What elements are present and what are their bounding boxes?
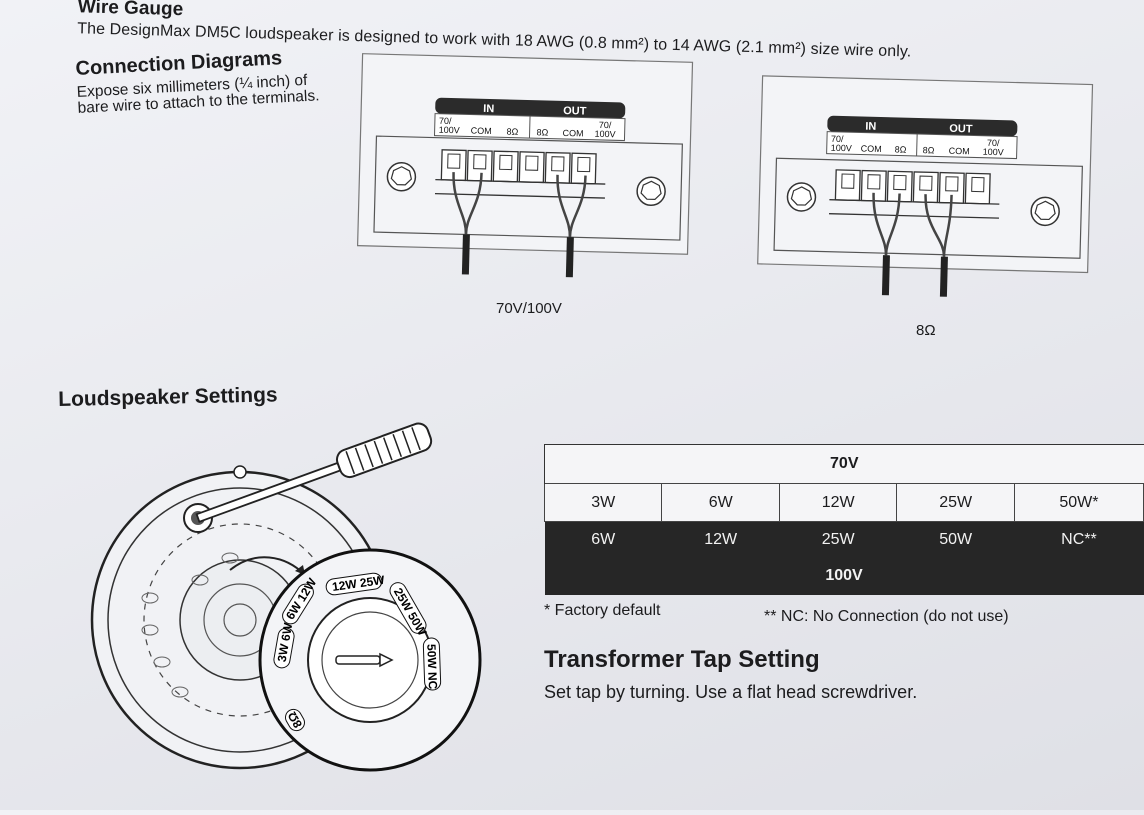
nc-note: ** NC: No Connection (do not use) xyxy=(764,608,1009,625)
diagram-left-caption: 70V/100V xyxy=(496,300,562,317)
svg-text:100V: 100V xyxy=(594,129,615,140)
cell-70v-1: 3W xyxy=(543,483,663,522)
svg-text:100V: 100V xyxy=(439,125,460,136)
factory-default-note: * Factory default xyxy=(544,602,661,619)
diagram-right-caption: 8Ω xyxy=(916,322,936,339)
wire-gauge-title: Wire Gauge xyxy=(77,0,184,21)
svg-text:70/: 70/ xyxy=(599,120,612,130)
cell-100v-5: NC** xyxy=(1014,521,1144,557)
out-label: OUT xyxy=(949,123,973,136)
diagram-8-ohm: IN OUT 70/ 100V COM 8Ω 8Ω COM 70/ 100V xyxy=(756,75,1094,297)
svg-text:70/: 70/ xyxy=(831,134,844,144)
cell-100v-4: 50W xyxy=(896,521,1015,557)
in-label: IN xyxy=(483,103,494,115)
svg-text:70/: 70/ xyxy=(439,116,452,126)
svg-text:8Ω: 8Ω xyxy=(507,126,519,136)
wire-gauge-section: Wire Gauge The DesignMax DM5C loudspeake… xyxy=(70,0,1070,61)
manual-page: Wire Gauge The DesignMax DM5C loudspeake… xyxy=(58,0,1144,772)
cell-100v-3: 25W xyxy=(779,521,897,557)
header-70v: 70V xyxy=(544,444,1144,484)
svg-text:100V: 100V xyxy=(831,143,852,154)
loudspeaker-settings-title: Loudspeaker Settings xyxy=(58,383,278,411)
diagram-70v-100v: IN OUT 70/ 100V COM 8Ω 8Ω COM 70/ 100V xyxy=(356,53,696,278)
cell-70v-5: 50W* xyxy=(1013,483,1144,522)
svg-text:8Ω: 8Ω xyxy=(536,127,548,137)
transformer-title: Transformer Tap Setting xyxy=(544,646,820,673)
transformer-text: Set tap by turning. Use a flat head scre… xyxy=(544,682,918,702)
cell-70v-2: 6W xyxy=(661,483,780,522)
cell-100v-2: 12W xyxy=(661,521,780,557)
in-label: IN xyxy=(865,121,876,133)
dial-label-50w-nc: 50W NC xyxy=(424,644,440,690)
connection-section: Connection Diagrams Expose six millimete… xyxy=(75,45,328,117)
tap-setting-table: 70V 3W 6W 12W 25W 50W* 6W 12W 25W 50W NC… xyxy=(543,444,1144,595)
svg-text:COM: COM xyxy=(949,146,970,157)
header-100v: 100V xyxy=(544,557,1144,595)
svg-text:8Ω: 8Ω xyxy=(923,145,935,155)
svg-text:100V: 100V xyxy=(983,147,1004,158)
cell-100v-1: 6W xyxy=(544,521,662,557)
terminal-block-left: IN OUT 70/ 100V COM 8Ω 8Ω COM 70/ 100V xyxy=(356,53,694,278)
speaker-illustration: 3W 6W 6W 12W 12W 25W 25W 50W 50W NC 8Ω xyxy=(80,422,482,815)
terminal-block-right: IN OUT 70/ 100V COM 8Ω 8Ω COM 70/ 100V xyxy=(757,75,1094,297)
cell-70v-4: 25W xyxy=(896,483,1015,522)
svg-text:8Ω: 8Ω xyxy=(895,144,907,154)
svg-text:COM: COM xyxy=(861,143,882,154)
svg-text:COM: COM xyxy=(471,126,492,137)
cell-70v-3: 12W xyxy=(778,483,898,522)
svg-text:COM: COM xyxy=(562,128,583,139)
dial-label-3w-6w: 3W 6W xyxy=(275,621,296,663)
svg-text:70/: 70/ xyxy=(987,138,1000,148)
out-label: OUT xyxy=(563,105,587,118)
